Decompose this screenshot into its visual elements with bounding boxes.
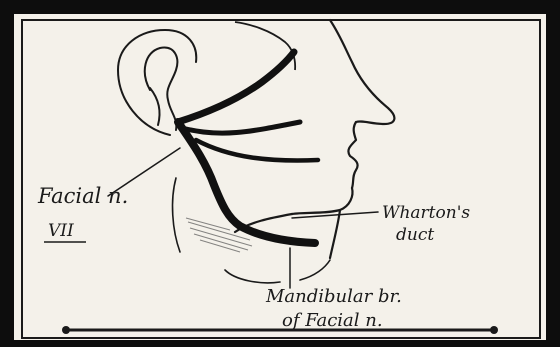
- mandibular-branch-label-line1: Mandibular br.: [265, 286, 402, 307]
- whartons-duct-label-line1: Wharton's: [382, 203, 470, 223]
- mandibular-branch-label-line2: of Facial n.: [282, 310, 383, 331]
- facial-nerve-numeral: VII: [48, 221, 74, 241]
- facial-nerve-label: Facial n.: [37, 184, 128, 208]
- whartons-duct-label-line2: duct: [396, 225, 434, 245]
